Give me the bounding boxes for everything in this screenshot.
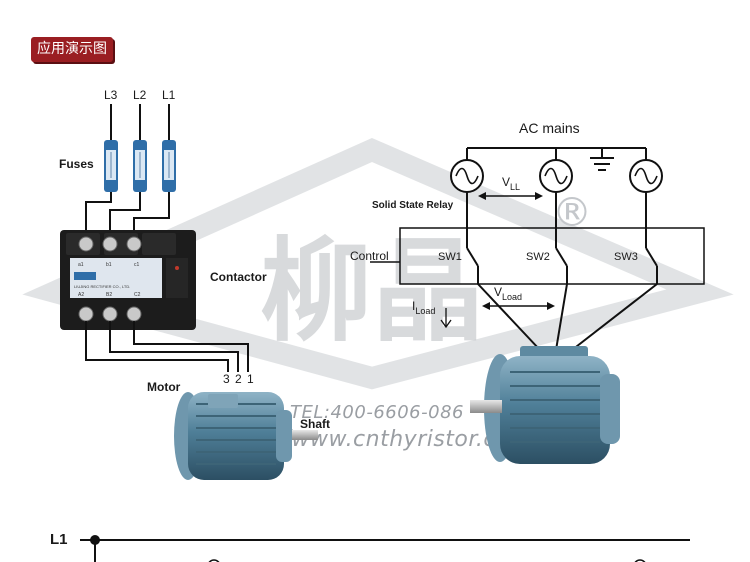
ssr-mark-c2: C2 — [134, 292, 141, 298]
ground-symbol — [590, 148, 614, 171]
motor-terminal-2: 2 — [235, 372, 242, 386]
fuse-to-ssr-wires — [85, 192, 170, 240]
fuse-l2 — [133, 140, 147, 192]
line-label-l3: L3 — [104, 88, 118, 102]
ac-source-2 — [539, 148, 573, 248]
i-load-label: ILoad — [412, 299, 435, 316]
fuses — [104, 140, 176, 192]
switch-label-sw3: SW3 — [614, 251, 638, 263]
ssr-mark-b2: B2 — [106, 292, 112, 298]
motor-terminal-3: 3 — [223, 372, 230, 386]
solid-state-relay-label: Solid State Relay — [372, 200, 454, 211]
ac-mains-title: AC mains — [519, 120, 580, 136]
fuse-l3 — [104, 140, 118, 192]
ssr-to-motor-wires — [85, 321, 249, 372]
v-ll-arrow: VLL — [478, 175, 543, 200]
fuse-l1 — [162, 140, 176, 192]
ssr-mark-b1: b1 — [106, 262, 112, 268]
shaft-label: Shaft — [300, 417, 330, 431]
i-load-indicator: ILoad — [412, 299, 452, 329]
section-title-badge: 应用演示图 — [31, 37, 113, 62]
switch-label-sw1: SW1 — [438, 251, 462, 263]
line-label-l1: L1 — [162, 88, 176, 102]
ac-source-3 — [629, 148, 663, 248]
contactor-label: Contactor — [210, 270, 267, 284]
registered-mark: ® — [552, 190, 592, 236]
relay-box — [399, 227, 705, 285]
switch-label-sw2: SW2 — [526, 251, 550, 263]
motor-terminal-1: 1 — [247, 372, 254, 386]
motor-left — [174, 392, 318, 480]
ssr-mark-a1: a1 — [78, 262, 84, 268]
ac-source-1 — [450, 148, 484, 248]
line-label-l2: L2 — [133, 88, 147, 102]
watermark-logo: 柳晶 — [260, 227, 484, 357]
line-labels-left: L3 L2 L1 — [104, 88, 176, 102]
fuses-label: Fuses — [59, 157, 94, 171]
ssr-mark-c1: c1 — [134, 262, 140, 268]
ssr-mark-a2: A2 — [78, 292, 84, 298]
motor-right — [470, 346, 620, 464]
v-load-label: VLoad — [494, 285, 522, 302]
control-label: Control — [350, 249, 389, 263]
v-load-arrow: VLoad — [482, 285, 555, 310]
ssr-brand: LIUJING RECTIFIER CO., LTD. — [74, 284, 130, 289]
solid-state-relay-module: a1 b1 c1 LIUJING RECTIFIER CO., LTD. A2 … — [60, 230, 196, 330]
switch-contacts — [466, 247, 658, 276]
bottom-l1-line: L1 — [50, 531, 690, 562]
watermark-tel: TEL:400-6606-086 — [290, 402, 464, 423]
motor-label: Motor — [147, 380, 181, 394]
feed-wires — [110, 104, 170, 140]
v-ll-label: VLL — [502, 175, 520, 192]
relay-to-motor-wires — [477, 276, 658, 351]
bottom-l1-label: L1 — [50, 531, 68, 548]
